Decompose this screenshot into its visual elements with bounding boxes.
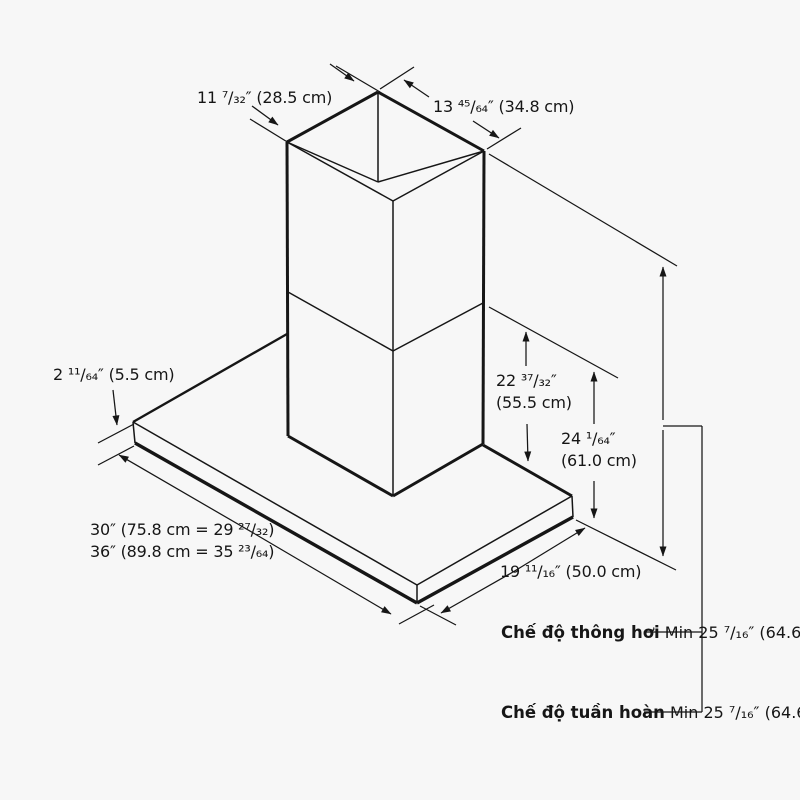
dim-label-duct-plus-canopy: 24 ¹/₆₄″ (61.0 cm): [561, 428, 637, 473]
dim-label-duct-plus-canopy-cm: (61.0 cm): [561, 451, 637, 471]
vent-mode-title: Chế độ thông hơi: [501, 623, 660, 642]
recirculation-mode-title: Chế độ tuần hoàn: [501, 703, 665, 722]
extension-lines: [488, 153, 678, 571]
dim-label-lower-duct-height-cm: (55.5 cm): [496, 393, 572, 413]
dim-canopy-width: [118, 454, 435, 625]
dim-label-canopy-width-36: 36″ (89.8 cm = 35 ²³/₆₄): [90, 542, 275, 562]
canopy-slab: [132, 332, 574, 605]
chimney-duct: [285, 90, 486, 498]
dim-label-lower-duct-height: 22 ³⁷/₃₂″ (55.5 cm): [496, 370, 572, 415]
vent-mode-min: Min 25 ⁷/₁₆″ (64.6 cm): [664, 623, 800, 642]
dim-canopy-depth: [419, 527, 586, 626]
dim-chimney-top-width: [249, 63, 381, 144]
dim-label-canopy-width: 30″ (75.8 cm = 29 ²⁷/₃₂) 36″ (89.8 cm = …: [90, 519, 274, 564]
dim-label-chimney-top-width: 11 ⁷/₃₂″ (28.5 cm): [197, 88, 333, 107]
dim-label-canopy-depth: 19 ¹¹/₁₆″ (50.0 cm): [500, 562, 642, 581]
recirculation-mode-min: Min 25 ⁷/₁₆″ (64.6 cm): [670, 703, 800, 722]
dim-canopy-thickness: [97, 389, 135, 466]
mode-bracket: [644, 425, 703, 713]
dim-label-chimney-top-depth: 13 ⁴⁵/₆₄″ (34.8 cm): [433, 97, 575, 116]
dim-label-duct-plus-canopy-inch: 24 ¹/₆₄″: [561, 429, 616, 448]
dim-label-canopy-width-30: 30″ (75.8 cm = 29 ²⁷/₃₂): [90, 520, 275, 539]
dim-chimney-top-depth: [379, 66, 522, 150]
recirculation-mode-block: Chế độ tuần hoàn Min 25 ⁷/₁₆″ (64.6 cm) …: [501, 700, 800, 725]
dim-lower-duct-height: [522, 331, 532, 462]
dim-label-lower-duct-height-inch: 22 ³⁷/₃₂″: [496, 371, 557, 390]
dim-label-canopy-thickness: 2 ¹¹/₆₄″ (5.5 cm): [53, 365, 175, 384]
vent-mode-block: Chế độ thông hơi Min 25 ⁷/₁₆″ (64.6 cm) …: [501, 620, 800, 645]
